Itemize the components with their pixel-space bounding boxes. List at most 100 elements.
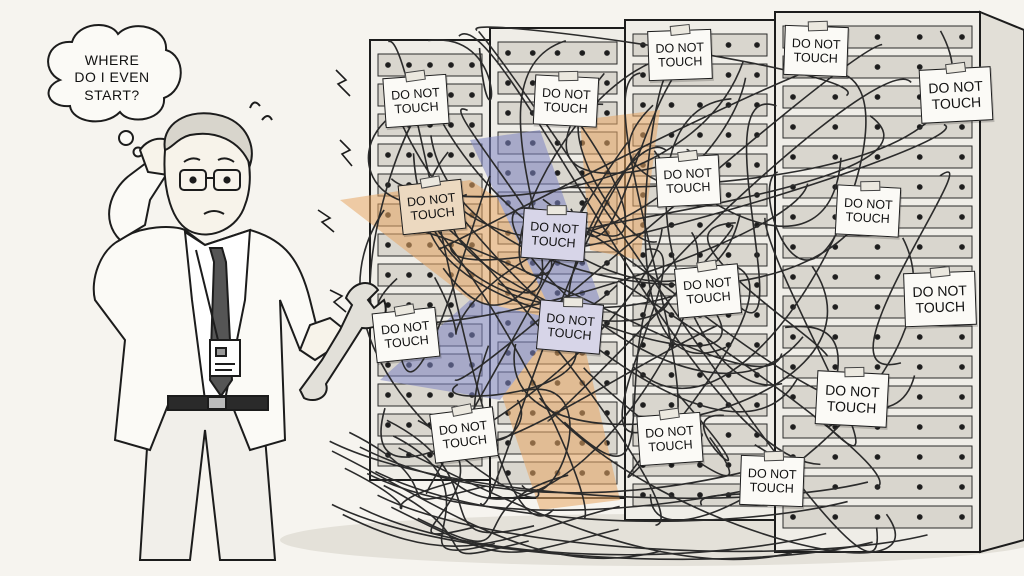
port-led: [725, 72, 732, 78]
cable: [387, 40, 555, 517]
do-not-touch-note: DO NOT TOUCH: [903, 270, 977, 328]
port-led: [579, 50, 586, 56]
port-led: [697, 222, 703, 228]
port-led: [427, 392, 433, 398]
port-led: [959, 244, 965, 250]
cable: [428, 39, 493, 101]
port-led: [959, 454, 965, 460]
port-led: [790, 214, 796, 220]
floor-cable: [331, 450, 662, 560]
port-led: [448, 392, 454, 398]
cable: [452, 225, 723, 347]
cable: [518, 54, 672, 277]
floor-cable: [359, 446, 752, 494]
man-figure: [92, 112, 347, 561]
do-not-touch-note: DO NOT TOUCH: [814, 370, 890, 428]
port-led: [874, 34, 881, 40]
do-not-touch-note: DO NOT TOUCH: [532, 74, 600, 128]
cable: [433, 256, 531, 335]
port-led: [725, 162, 732, 168]
port-led: [832, 274, 839, 280]
floor-cable: [348, 431, 487, 500]
cable: [677, 393, 730, 462]
port-led: [469, 92, 475, 98]
floor-cable: [386, 419, 535, 534]
do-not-touch-note: DO NOT TOUCH: [371, 306, 441, 364]
cable: [497, 40, 567, 294]
port-led: [790, 274, 796, 280]
do-not-touch-note: DO NOT TOUCH: [397, 178, 467, 236]
port-led: [754, 162, 760, 168]
port-led: [790, 244, 796, 250]
cable: [460, 108, 553, 276]
port-led: [790, 124, 796, 130]
port-led: [790, 334, 796, 340]
port-led: [505, 110, 511, 116]
thought-line-3: START?: [84, 86, 140, 103]
port-led: [916, 244, 923, 250]
port-led: [668, 102, 675, 108]
port-led: [874, 154, 881, 160]
port-led: [448, 62, 454, 68]
port-led: [469, 152, 475, 158]
port-led: [448, 122, 454, 128]
port-led: [385, 362, 391, 368]
port-led: [406, 62, 412, 68]
port-led: [874, 124, 881, 130]
floor-cable: [390, 506, 619, 553]
do-not-touch-note: DO NOT TOUCH: [636, 411, 704, 467]
do-not-touch-note: DO NOT TOUCH: [535, 299, 605, 355]
port-led: [874, 514, 881, 520]
port-led: [754, 342, 760, 348]
port-led: [725, 192, 732, 198]
port-led: [697, 132, 703, 138]
do-not-touch-note: DO NOT TOUCH: [834, 184, 902, 238]
port-led: [554, 170, 561, 176]
port-led: [385, 422, 391, 428]
port-led: [668, 402, 675, 408]
port-led: [790, 94, 796, 100]
port-led: [832, 454, 839, 460]
port-led: [916, 484, 923, 490]
do-not-touch-note: DO NOT TOUCH: [918, 66, 994, 124]
port-led: [697, 492, 703, 498]
port-led: [448, 152, 454, 158]
hair: [163, 112, 253, 168]
cable: [646, 78, 912, 297]
port-led: [916, 424, 923, 430]
port-led: [959, 484, 965, 490]
port-led: [916, 454, 923, 460]
cable: [872, 171, 951, 366]
port-led: [832, 334, 839, 340]
cable: [617, 279, 881, 489]
floor-cable: [359, 506, 827, 556]
port-led: [640, 252, 646, 258]
port-led: [604, 50, 610, 56]
port-led: [959, 184, 965, 190]
port-led: [754, 72, 760, 78]
port-led: [385, 242, 391, 248]
cable: [768, 171, 852, 261]
port-led: [725, 252, 732, 258]
lightning-spark-icon: [317, 69, 353, 313]
thought-bubble-icon: [47, 23, 273, 158]
port-led: [832, 304, 839, 310]
cable: [430, 100, 741, 283]
port-led: [874, 304, 881, 310]
do-not-touch-note: DO NOT TOUCH: [429, 406, 499, 464]
port-led: [874, 454, 881, 460]
port-led: [697, 102, 703, 108]
port-led: [916, 364, 923, 370]
port-led: [754, 402, 760, 408]
port-led: [604, 110, 610, 116]
port-led: [916, 184, 923, 190]
port-led: [959, 514, 965, 520]
port-led: [790, 424, 796, 430]
port-led: [640, 102, 646, 108]
cable: [563, 288, 653, 458]
floor-cable: [375, 470, 848, 523]
cable: [478, 30, 879, 553]
cable: [409, 198, 587, 519]
port-led: [959, 424, 965, 430]
